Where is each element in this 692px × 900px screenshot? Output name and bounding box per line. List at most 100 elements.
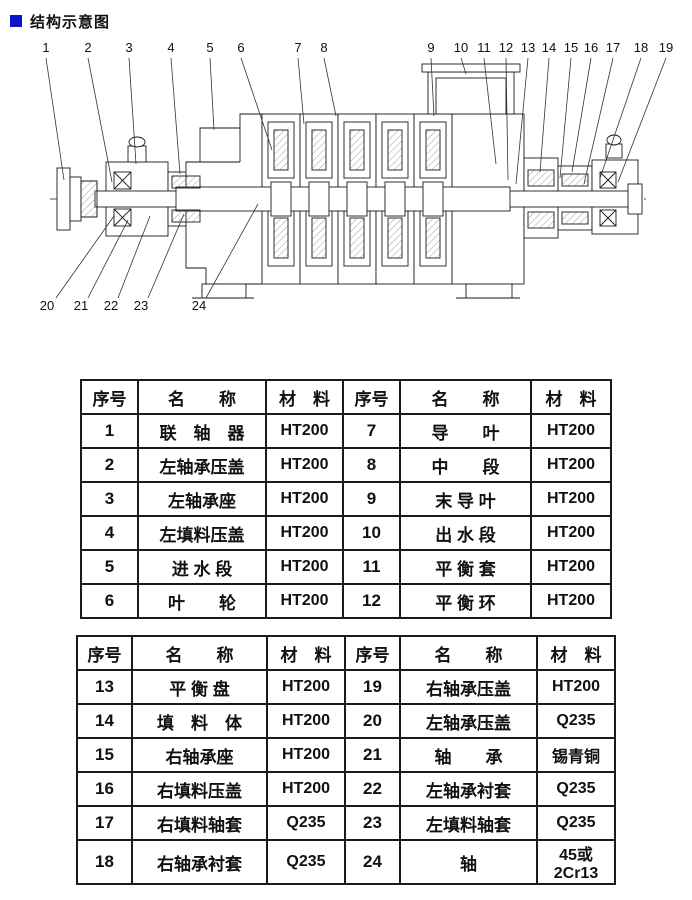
name-cell: 左轴承衬套 [399, 771, 538, 807]
column-header: 序号 [344, 635, 401, 671]
callout-label-20: 20 [40, 298, 54, 313]
callout-label-22: 22 [104, 298, 118, 313]
name-cell: 左轴承压盖 [137, 447, 267, 483]
callout-label-10: 10 [454, 40, 468, 55]
column-header: 名 称 [399, 379, 532, 415]
material-cell: HT200 [536, 669, 616, 705]
name-cell: 填 料 体 [131, 703, 268, 739]
material-cell: Q235 [536, 805, 616, 841]
section-title: 结构示意图 [30, 13, 111, 31]
callout-label-23: 23 [134, 298, 148, 313]
serial-cell: 14 [76, 703, 133, 739]
title-bullet-icon [10, 15, 22, 27]
callout-label-3: 3 [125, 40, 132, 55]
serial-cell: 22 [344, 771, 401, 807]
name-cell: 叶 轮 [137, 583, 267, 619]
serial-cell: 2 [80, 447, 139, 483]
column-header: 名 称 [399, 635, 538, 671]
callout-label-13: 13 [521, 40, 535, 55]
material-cell: HT200 [265, 583, 344, 619]
callout-label-8: 8 [320, 40, 327, 55]
impeller-hubs-drawing [270, 181, 444, 217]
name-cell: 轴 [399, 839, 538, 885]
name-cell: 导 叶 [399, 413, 532, 449]
serial-cell: 1 [80, 413, 139, 449]
section-title-row: 结构示意图 [0, 0, 692, 31]
name-cell: 平 衡 盘 [131, 669, 268, 705]
name-cell: 右填料轴套 [131, 805, 268, 841]
serial-cell: 18 [76, 839, 133, 885]
name-cell: 出 水 段 [399, 515, 532, 551]
table-header-row: 序号名 称材 料序号名 称材 料 [80, 379, 612, 415]
material-cell: HT200 [265, 549, 344, 585]
column-header: 序号 [80, 379, 139, 415]
name-cell: 联 轴 器 [137, 413, 267, 449]
material-cell: Q235 [266, 805, 346, 841]
callout-label-21: 21 [74, 298, 88, 313]
material-cell: HT200 [266, 737, 346, 773]
callout-leader-lines [45, 57, 667, 299]
serial-cell: 16 [76, 771, 133, 807]
column-header: 序号 [342, 379, 401, 415]
material-cell: 锡青铜 [536, 737, 616, 773]
material-cell: HT200 [530, 515, 612, 551]
name-cell: 轴 承 [399, 737, 538, 773]
serial-cell: 9 [342, 481, 401, 517]
callout-label-18: 18 [634, 40, 648, 55]
material-cell: HT200 [266, 703, 346, 739]
material-cell: HT200 [266, 669, 346, 705]
material-cell: HT200 [530, 481, 612, 517]
name-cell: 进 水 段 [137, 549, 267, 585]
name-cell: 右轴承压盖 [399, 669, 538, 705]
callout-label-17: 17 [606, 40, 620, 55]
material-cell: HT200 [265, 447, 344, 483]
serial-cell: 20 [344, 703, 401, 739]
column-header: 名 称 [137, 379, 267, 415]
material-cell: HT200 [265, 515, 344, 551]
column-header: 序号 [76, 635, 133, 671]
callout-label-5: 5 [206, 40, 213, 55]
pump-cross-section-drawing: 1 2 3 4 5 6 7 8 9 10 11 12 13 14 15 16 1… [40, 40, 673, 313]
serial-cell: 10 [342, 515, 401, 551]
column-header: 材 料 [265, 379, 344, 415]
serial-cell: 5 [80, 549, 139, 585]
column-header: 材 料 [266, 635, 346, 671]
material-cell: HT200 [530, 413, 612, 449]
material-cell: HT200 [265, 413, 344, 449]
material-cell: HT200 [265, 481, 344, 517]
serial-cell: 12 [342, 583, 401, 619]
name-cell: 左轴承压盖 [399, 703, 538, 739]
name-cell: 右填料压盖 [131, 771, 268, 807]
serial-cell: 11 [342, 549, 401, 585]
callout-labels: 1 2 3 4 5 6 7 8 9 10 11 12 13 14 15 16 1… [40, 40, 673, 313]
material-cell: Q235 [266, 839, 346, 885]
material-cell: HT200 [530, 583, 612, 619]
name-cell: 左轴承座 [137, 481, 267, 517]
callout-label-6: 6 [237, 40, 244, 55]
serial-cell: 8 [342, 447, 401, 483]
table-header-row: 序号名 称材 料序号名 称材 料 [76, 635, 616, 671]
serial-cell: 7 [342, 413, 401, 449]
callout-label-14: 14 [542, 40, 556, 55]
callout-label-11: 11 [477, 40, 491, 55]
serial-cell: 13 [76, 669, 133, 705]
callout-label-12: 12 [499, 40, 513, 55]
callout-label-16: 16 [584, 40, 598, 55]
name-cell: 平 衡 套 [399, 549, 532, 585]
material-cell: HT200 [266, 771, 346, 807]
serial-cell: 3 [80, 481, 139, 517]
name-cell: 左填料压盖 [137, 515, 267, 551]
serial-cell: 6 [80, 583, 139, 619]
callout-label-24: 24 [192, 298, 206, 313]
